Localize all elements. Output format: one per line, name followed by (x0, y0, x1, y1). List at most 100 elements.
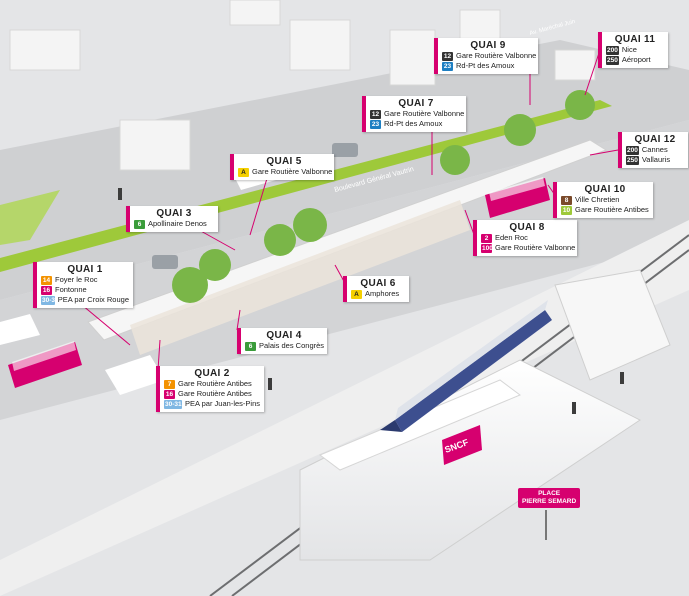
line-badge: 8 (561, 195, 572, 205)
car-upper (332, 143, 358, 157)
line-badge: 23 (442, 61, 453, 71)
line-badge: A (238, 167, 249, 177)
line-destination: Aéroport (621, 55, 651, 64)
line-destination: PEA par Juan-les-Pins (184, 399, 260, 408)
sign-line-1: PLACE (538, 490, 561, 497)
line-badge: 6 (134, 219, 145, 229)
line-destination: Rd-Pt des Amoux (384, 119, 443, 128)
line-badge: 30-31 (41, 295, 59, 305)
line-destination: Fontonne (55, 285, 87, 294)
quai-title: QUAI 4 (266, 330, 302, 341)
line-destination: Eden Roc (495, 233, 528, 242)
bus-platform (87, 139, 608, 341)
bus-right (485, 177, 550, 218)
line-destination: PEA par Croix Rouge (57, 295, 129, 304)
line-badge: 30-31 (164, 399, 182, 409)
line-destination: Gare Routière Valbonne (495, 243, 576, 252)
line-badge: 7 (164, 379, 175, 389)
tgv-train (380, 300, 552, 432)
line-destination: Amphores (365, 289, 400, 298)
line-destination: Vallauris (641, 155, 671, 164)
line-badge: 12 (370, 109, 381, 119)
sign-pole (545, 510, 547, 540)
grass-patch (0, 190, 60, 245)
line-badge: 12 (442, 51, 453, 61)
quai-title: QUAI 5 (266, 156, 302, 167)
place-pierre-semard-sign: PLACE PIERRE SEMARD (518, 488, 581, 508)
quai-title: QUAI 9 (470, 40, 506, 51)
bus-left (8, 341, 82, 388)
line-badge: 14 (41, 275, 52, 285)
line-badge: 16 (164, 389, 175, 399)
line-badge: 100 (481, 243, 493, 253)
sign-line-2: PIERRE SEMARD (522, 498, 577, 505)
line-destination: Palais des Congrès (259, 341, 325, 350)
line-destination: Gare Routière Valbonne (456, 51, 537, 60)
rail-embankment (0, 220, 689, 596)
background-buildings (9, 0, 596, 171)
line-destination: Gare Routière Antibes (178, 389, 252, 398)
line-destination: Apollinaire Denos (148, 219, 207, 228)
line-badge: 2 (481, 233, 492, 243)
line-badge: A (351, 289, 362, 299)
pedestrians (118, 188, 624, 414)
line-destination: Gare Routière Valbonne (384, 109, 465, 118)
quai-title: QUAI 12 (634, 134, 676, 145)
line-destination: Rd-Pt des Amoux (456, 61, 515, 70)
line-destination: Nice (621, 45, 637, 54)
line-destination: Gare Routière Valbonne (252, 167, 333, 176)
quai-title: QUAI 8 (509, 222, 545, 233)
quai-title: QUAI 11 (614, 34, 656, 45)
line-destination: Cannes (641, 145, 668, 154)
line-badge: 23 (370, 119, 381, 129)
bus-platform-shelter (130, 200, 470, 355)
line-destination: Gare Routière Antibes (575, 205, 649, 214)
footbridge (554, 269, 671, 381)
quai-title: QUAI 3 (156, 208, 192, 219)
station-roof (319, 379, 521, 471)
quai-title: QUAI 10 (584, 184, 626, 195)
line-badge: 200 (606, 45, 619, 55)
line-badge: 10 (561, 205, 572, 215)
car-lower (152, 255, 178, 269)
quai-title: QUAI 1 (67, 264, 103, 275)
line-badge: 16 (41, 285, 52, 295)
line-destination: Ville Chretien (575, 195, 620, 204)
line-badge: 200 (626, 145, 639, 155)
line-badge: 6 (245, 341, 256, 351)
line-badge: 250 (606, 55, 619, 65)
